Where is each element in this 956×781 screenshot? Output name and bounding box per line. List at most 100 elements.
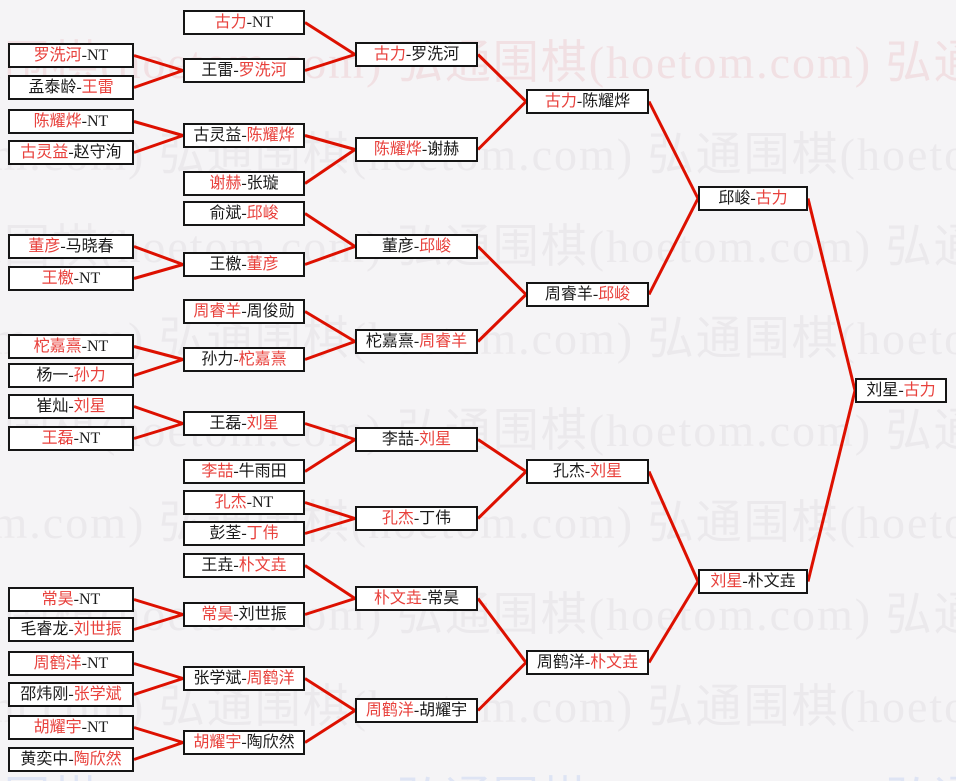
separator: -: [233, 463, 239, 480]
match-box: 彭荃-丁伟: [183, 521, 305, 546]
player-name: 罗洗河: [33, 47, 82, 64]
match-box: 王磊-NT: [8, 426, 134, 451]
match-box: 古灵益-陈耀烨: [183, 123, 305, 148]
player-name: 周睿羊: [419, 333, 468, 350]
separator: -: [246, 494, 252, 511]
player-name: 刘星: [866, 382, 899, 399]
player-name: 孙力: [201, 351, 234, 368]
player-name: 陶欣然: [246, 734, 295, 751]
player-name: 周鹤洋: [365, 702, 414, 719]
player-name: 王雷: [81, 79, 114, 96]
player-name: 古力: [755, 190, 788, 207]
player-name: 毛睿龙: [20, 621, 69, 638]
player-name: 丁伟: [246, 525, 279, 542]
player-name: 王檄: [209, 256, 242, 273]
player-name: 陈耀烨: [246, 127, 295, 144]
separator: -: [576, 93, 583, 110]
match-box: 罗洗河-NT: [8, 43, 134, 68]
player-name: NT: [87, 338, 109, 355]
player-name: 周鹤洋: [246, 670, 295, 687]
separator: -: [592, 286, 599, 303]
player-name: 刘星: [419, 431, 452, 448]
player-name: 孙力: [73, 367, 106, 384]
player-name: 王雷: [201, 62, 234, 79]
player-name: 杨一: [36, 367, 69, 384]
player-name: 谢赫: [209, 175, 242, 192]
match-box: 孔杰-丁伟: [355, 506, 478, 531]
separator: -: [73, 430, 79, 447]
match-box: 胡耀宇-NT: [8, 715, 134, 740]
match-box: 李喆-刘星: [355, 427, 478, 452]
player-name: 邱峻: [718, 190, 751, 207]
player-name: 刘世振: [238, 606, 287, 623]
player-name: 赵守洵: [73, 144, 122, 161]
player-name: NT: [252, 494, 274, 511]
separator: -: [81, 113, 87, 130]
match-box: 刘星-朴文垚: [698, 569, 808, 594]
watermark-text: 弘通围棋(hoetom.com) 弘通围棋(hoetom.com) 弘通围棋(h…: [0, 762, 956, 781]
player-name: NT: [79, 430, 101, 447]
separator: -: [68, 621, 74, 638]
player-name: 刘世振: [73, 621, 122, 638]
match-box: 周睿羊-邱峻: [526, 282, 649, 307]
player-name: 罗洗河: [411, 46, 460, 63]
player-name: 丁伟: [419, 510, 452, 527]
separator: -: [68, 398, 74, 415]
watermark-text: 弘通围棋(hoetom.com) 弘通围棋(hoetom.com) 弘通围棋(h…: [0, 129, 956, 180]
player-name: 罗洗河: [238, 62, 287, 79]
match-box: 孙力-柁嘉熹: [183, 347, 305, 372]
player-name: 常昊: [427, 590, 460, 607]
separator: -: [898, 382, 904, 399]
player-name: 柁嘉熹: [33, 338, 82, 355]
player-name: 张学斌: [193, 670, 242, 687]
player-name: 朴文垚: [590, 654, 639, 671]
player-name: 孟泰龄: [28, 79, 77, 96]
separator: -: [413, 238, 420, 255]
player-name: 柁嘉熹: [238, 351, 287, 368]
match-box: 古力-陈耀烨: [526, 89, 649, 114]
separator: -: [246, 14, 252, 31]
separator: -: [421, 590, 428, 607]
player-name: 张璇: [246, 175, 279, 192]
player-name: 李喆: [201, 463, 234, 480]
player-name: 彭荃: [209, 525, 242, 542]
match-box: 董彦-邱峻: [355, 234, 478, 259]
separator: -: [413, 510, 420, 527]
player-name: 刘星: [590, 463, 623, 480]
player-name: 邱峻: [246, 205, 279, 222]
match-box: 邵炜刚-张学斌: [8, 682, 134, 707]
match-box: 柁嘉熹-NT: [8, 334, 134, 359]
separator: -: [68, 751, 74, 768]
match-box: 常昊-刘世振: [183, 602, 305, 627]
separator: -: [68, 144, 74, 161]
separator: -: [413, 702, 420, 719]
separator: -: [241, 205, 247, 222]
separator: -: [241, 175, 247, 192]
player-name: NT: [87, 719, 109, 736]
player-name: 牛雨田: [238, 463, 287, 480]
match-box: 古力-NT: [183, 10, 305, 35]
player-name: 刘星: [246, 415, 279, 432]
player-name: 胡耀宇: [193, 734, 242, 751]
player-name: NT: [87, 47, 109, 64]
player-name: 王磊: [41, 430, 74, 447]
separator: -: [81, 338, 87, 355]
separator: -: [81, 719, 87, 736]
player-name: 孔杰: [552, 463, 585, 480]
player-name: 陈耀烨: [582, 93, 631, 110]
watermark-text: 弘通围棋(hoetom.com) 弘通围棋(hoetom.com) 弘通围棋(h…: [0, 313, 956, 364]
match-box: 黄奕中-陶欣然: [8, 747, 134, 772]
match-box: 王雷-罗洗河: [183, 58, 305, 83]
player-name: 周鹤洋: [536, 654, 585, 671]
separator: -: [421, 141, 428, 158]
match-box: 胡耀宇-陶欣然: [183, 730, 305, 755]
player-name: 董彦: [246, 256, 279, 273]
player-name: 朴文垚: [747, 573, 796, 590]
separator: -: [73, 270, 79, 287]
player-name: 常昊: [41, 591, 74, 608]
separator: -: [233, 62, 239, 79]
match-box: 王檄-NT: [8, 266, 134, 291]
match-box: 张学斌-周鹤洋: [183, 666, 305, 691]
match-box: 王磊-刘星: [183, 411, 305, 436]
